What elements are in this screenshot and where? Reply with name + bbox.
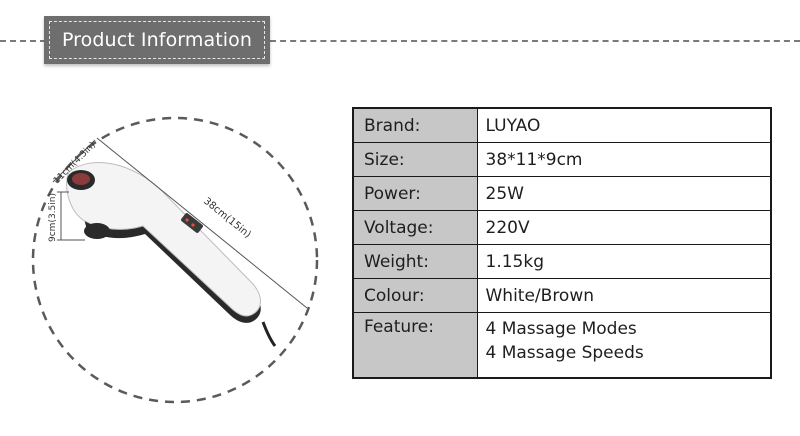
- massager-body: [66, 161, 261, 317]
- spec-value: LUYAO: [476, 107, 772, 143]
- massager-illustration: 38cm(15in) 11cm(4.3in) 9cm(3.5in): [31, 116, 319, 404]
- spec-value: White/Brown: [476, 277, 772, 313]
- header-divider-left: [0, 40, 46, 42]
- spec-key: Colour:: [352, 277, 478, 313]
- height-label: 9cm(3.5in): [48, 193, 58, 242]
- product-image: 38cm(15in) 11cm(4.3in) 9cm(3.5in): [25, 100, 325, 420]
- spec-key: Power:: [352, 175, 478, 211]
- spec-row-voltage: Voltage: 220V: [352, 209, 772, 245]
- section-banner-frame: Product Information: [49, 21, 265, 59]
- control-display: [181, 213, 203, 233]
- spec-value: 220V: [476, 209, 772, 245]
- indicator-led: [191, 223, 195, 227]
- feature-line: 4 Massage Speeds: [485, 342, 644, 363]
- length-label: 38cm(15in): [201, 196, 253, 241]
- spec-row-colour: Colour: White/Brown: [352, 277, 772, 313]
- feature-line: 4 Massage Modes: [485, 318, 637, 339]
- spec-row-size: Size: 38*11*9cm: [352, 141, 772, 177]
- indicator-led: [185, 218, 189, 222]
- section-banner: Product Information: [44, 16, 270, 64]
- spec-value: 1.15kg: [476, 243, 772, 279]
- spec-table: Brand: LUYAO Size: 38*11*9cm Power: 25W …: [352, 107, 772, 379]
- massager-lower-node: [84, 223, 110, 239]
- power-cable: [261, 321, 277, 347]
- spec-value: 38*11*9cm: [476, 141, 772, 177]
- spec-row-weight: Weight: 1.15kg: [352, 243, 772, 279]
- length-dimension-line: [96, 137, 308, 309]
- dashed-circle: [31, 116, 319, 404]
- spec-key: Feature:: [352, 311, 478, 379]
- spec-value: 4 Massage Modes 4 Massage Speeds: [476, 311, 772, 379]
- spec-row-brand: Brand: LUYAO: [352, 107, 772, 143]
- spec-value: 25W: [476, 175, 772, 211]
- spec-row-feature: Feature: 4 Massage Modes 4 Massage Speed…: [352, 311, 772, 379]
- spec-row-power: Power: 25W: [352, 175, 772, 211]
- massager-head-node: [72, 173, 90, 185]
- spec-key: Size:: [352, 141, 478, 177]
- spec-key: Voltage:: [352, 209, 478, 245]
- page-title: Product Information: [61, 29, 253, 51]
- width-dimension-line: [52, 139, 96, 183]
- spec-key: Weight:: [352, 243, 478, 279]
- header-divider-right: [270, 40, 800, 42]
- spec-key: Brand:: [352, 107, 478, 143]
